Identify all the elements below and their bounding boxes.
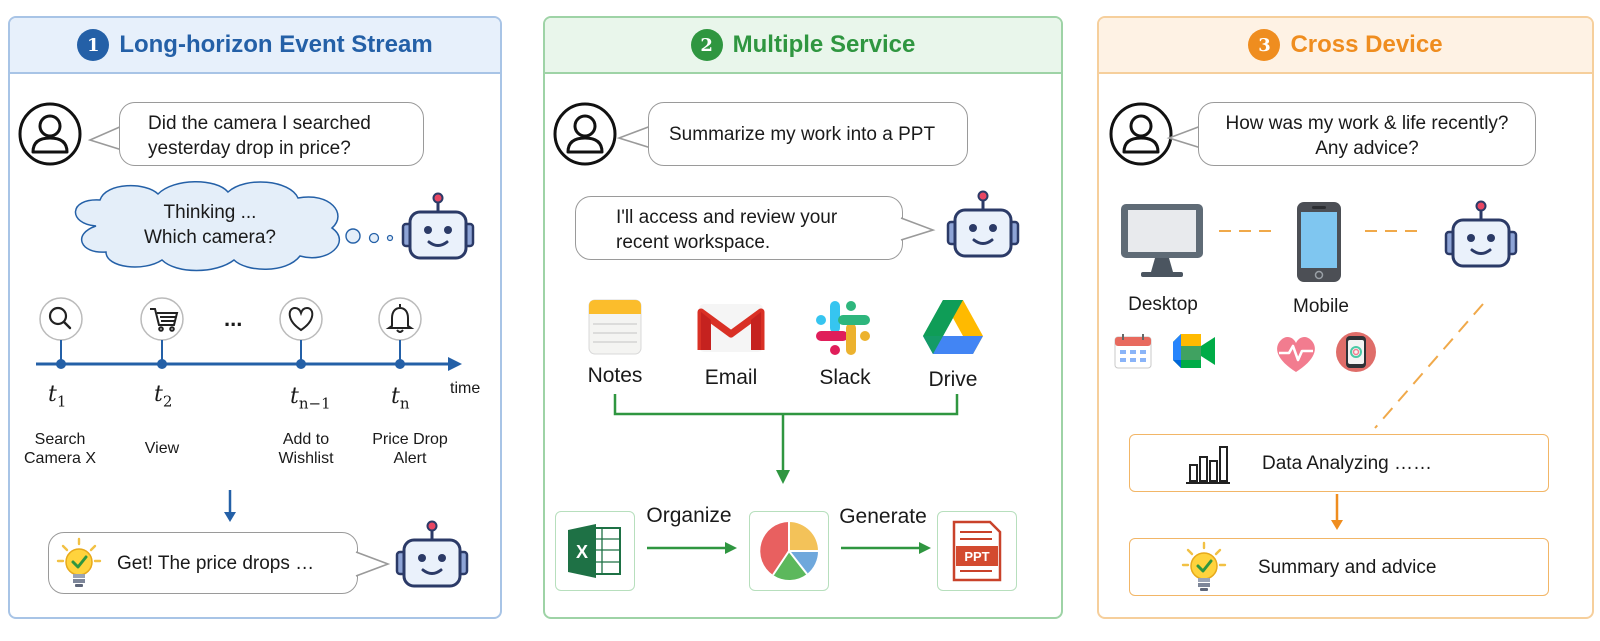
summary-text: Summary and advice <box>1258 557 1437 578</box>
user-query-bubble: Did the camera I searched yesterday drop… <box>119 102 424 166</box>
bar-chart-icon <box>1186 446 1230 484</box>
timeline-node <box>140 297 184 369</box>
user-query-bubble: Summarize my work into a PPT <box>648 102 968 166</box>
service-label: Slack <box>819 366 871 389</box>
google-drive-icon <box>923 300 983 354</box>
google-meet-icon <box>1173 334 1215 368</box>
device-connectors <box>1219 230 1484 429</box>
user-query-line: yesterday drop in price? <box>148 138 351 159</box>
calendar-icon <box>1114 334 1152 369</box>
desktop-icon <box>1121 204 1203 277</box>
timeline-node <box>378 297 422 369</box>
thought-line: Which camera? <box>144 227 276 248</box>
thought-text: Thinking ... Which camera? <box>70 200 350 250</box>
timeline-node <box>279 297 323 369</box>
excel-icon: X <box>568 524 621 578</box>
down-arrow <box>1331 494 1343 530</box>
slack-icon <box>816 301 870 355</box>
user-query-text: Summarize my work into a PPT <box>669 124 936 145</box>
bubble-tail <box>616 125 652 149</box>
user-query-line: How was my work & life recently? <box>1225 113 1509 134</box>
time-label: t1 <box>48 382 67 411</box>
robot-icon <box>395 520 469 588</box>
mobile-icon <box>1297 202 1341 282</box>
bubble-tail <box>87 125 123 151</box>
ppt-text: PPT <box>964 549 989 564</box>
panel-header: 2 Multiple Service <box>545 18 1061 74</box>
event-label: View <box>144 440 180 457</box>
step-label-generate: Generate <box>839 505 927 528</box>
agent-reply-line: recent workspace. <box>616 232 771 253</box>
lightbulb-icon <box>56 537 102 589</box>
bell-icon <box>385 304 415 333</box>
summary-box: Summary and advice <box>1129 538 1549 596</box>
notes-icon <box>588 299 642 355</box>
robot-icon <box>401 192 475 260</box>
pie-chart-icon <box>760 522 819 581</box>
device-label: Desktop <box>1128 294 1198 315</box>
panel-long-horizon: 1 Long-horizon Event Stream Did the came… <box>8 16 502 619</box>
time-label: t2 <box>154 382 173 411</box>
time-label: tn <box>391 384 410 413</box>
user-query-bubble: How was my work & life recently? Any adv… <box>1198 102 1536 166</box>
timeline-ellipsis: ... <box>224 306 243 331</box>
panel-header: 3 Cross Device <box>1099 18 1592 74</box>
device-label: Mobile <box>1293 296 1349 317</box>
health-heart-icon <box>1277 336 1315 372</box>
panel-number-badge: 2 <box>690 29 723 61</box>
down-arrow <box>224 490 236 522</box>
bubble-tail <box>355 551 391 577</box>
service-label: Email <box>704 366 758 389</box>
search-icon <box>48 306 72 330</box>
time-axis-label: time <box>450 380 481 397</box>
thought-line: Thinking ... <box>163 202 257 223</box>
user-query-line: Did the camera I searched <box>148 113 371 134</box>
panel-title: Multiple Service <box>732 31 916 58</box>
right-arrow <box>647 542 737 554</box>
bubble-tail <box>900 217 936 241</box>
panel-cross-device: 3 Cross Device How was my work & life re… <box>1097 16 1594 619</box>
panel-header: 1 Long-horizon Event Stream <box>10 18 500 74</box>
analyzing-text: Data Analyzing …… <box>1262 453 1433 474</box>
right-arrow <box>841 542 931 554</box>
result-text: Get! The price drops … <box>117 553 315 574</box>
result-bubble: Get! The price drops … <box>48 532 358 594</box>
panel-multiple-service: 2 Multiple Service Summarize my work int… <box>543 16 1063 619</box>
user-avatar-icon <box>18 102 82 166</box>
step-label-organize: Organize <box>646 504 732 527</box>
data-analyzing-box: Data Analyzing …… <box>1129 434 1549 492</box>
panel-number-badge: 1 <box>77 29 110 61</box>
panel-number-badge: 3 <box>1248 29 1281 61</box>
user-avatar-icon <box>553 102 617 166</box>
bubble-tail <box>1166 125 1202 149</box>
user-query-line: Any advice? <box>1315 138 1419 159</box>
thought-cloud <box>74 181 394 272</box>
ppt-box: PPT <box>937 511 1017 591</box>
heart-icon <box>288 306 314 332</box>
excel-box: X <box>555 511 635 591</box>
timeline-node <box>39 297 83 369</box>
ppt-file-icon: PPT <box>952 520 1002 582</box>
service-label: Drive <box>928 368 978 391</box>
excel-letter: X <box>576 542 588 562</box>
panel-title: Cross Device <box>1290 31 1443 58</box>
robot-icon <box>946 190 1020 258</box>
panel-title: Long-horizon Event Stream <box>119 31 433 58</box>
service-label: Notes <box>587 364 643 387</box>
chart-box <box>749 511 829 591</box>
time-label: tn−1 <box>290 384 331 413</box>
cart-icon <box>150 308 179 332</box>
merge-connector <box>613 394 959 484</box>
fitness-watch-icon <box>1336 332 1376 372</box>
gmail-icon <box>697 304 765 352</box>
agent-reply-line: I'll access and review your <box>616 207 838 228</box>
agent-reply-bubble: I'll access and review your recent works… <box>575 196 903 260</box>
lightbulb-icon <box>1181 541 1227 593</box>
timeline <box>36 297 462 371</box>
